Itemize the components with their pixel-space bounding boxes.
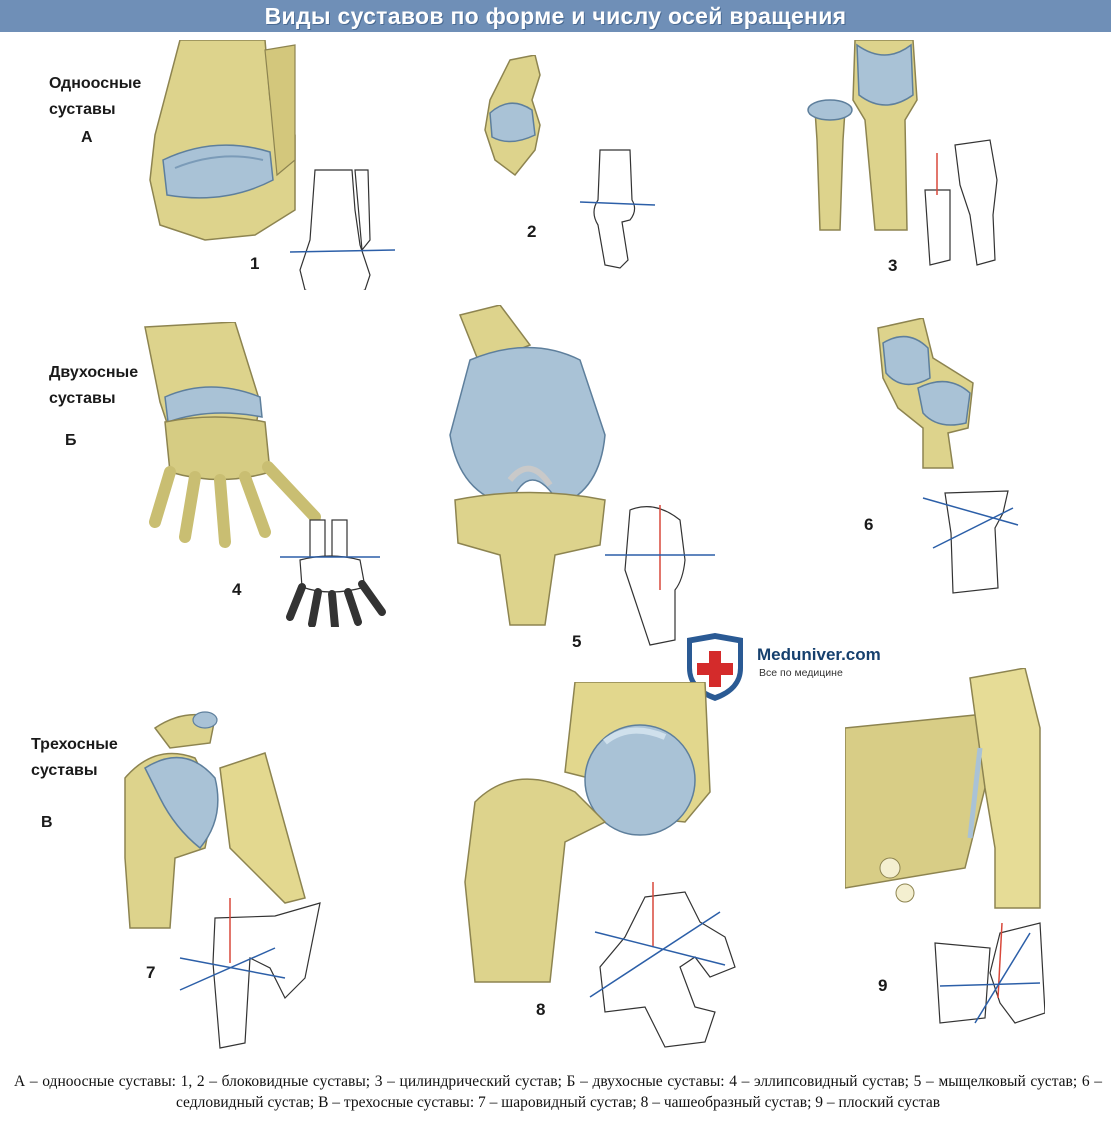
group-label-triaxial: Трехосные суставы В [31,732,118,836]
figure-number: 6 [864,515,874,534]
figure-number: 5 [572,632,582,651]
figure-number: 4 [232,580,242,599]
figure-7-shoulder-joint [124,711,321,1049]
figure-number: 2 [527,222,537,241]
group-letter: В [41,814,53,831]
figure-number: 9 [878,976,888,995]
figure-2-interphalangeal-joint [484,55,656,269]
figure-number: 3 [888,256,898,275]
group-label-line1: Трехосные [31,736,118,753]
group-label-uniaxial: Одноосные суставы А [49,71,141,151]
group-label-line2: суставы [49,101,116,118]
logo-name: Meduniver.com [757,645,881,664]
page-title: Виды суставов по форме и числу осей вращ… [264,3,847,29]
figure-1-ankle-joint [149,40,396,290]
figure-8-hip-joint [464,682,736,1048]
figure-3-radioulnar-joint [807,40,998,266]
figure-5-knee-joint [449,305,715,646]
group-label-line2: суставы [31,762,98,779]
group-label-line2: суставы [49,390,116,407]
group-letter: Б [65,432,77,449]
figure-6-saddle-joint [877,318,1019,594]
figure-4-wrist-joint [144,322,386,627]
group-label-line1: Двухосные [49,364,139,381]
figure-caption: А – одноосные суставы: 1, 2 – блоковидны… [14,1073,1102,1111]
group-label-biaxial: Двухосные суставы Б [49,360,138,454]
figure-number: 8 [536,1000,546,1019]
group-label-line1: Одноосные [49,75,142,92]
figure-number: 1 [250,254,260,273]
title-bar [0,0,1111,32]
figure-number: 7 [146,963,156,982]
group-letter: А [81,129,93,146]
logo-tagline: Все по медицине [759,667,843,679]
figure-9-sacroiliac-joint [845,668,1045,1024]
